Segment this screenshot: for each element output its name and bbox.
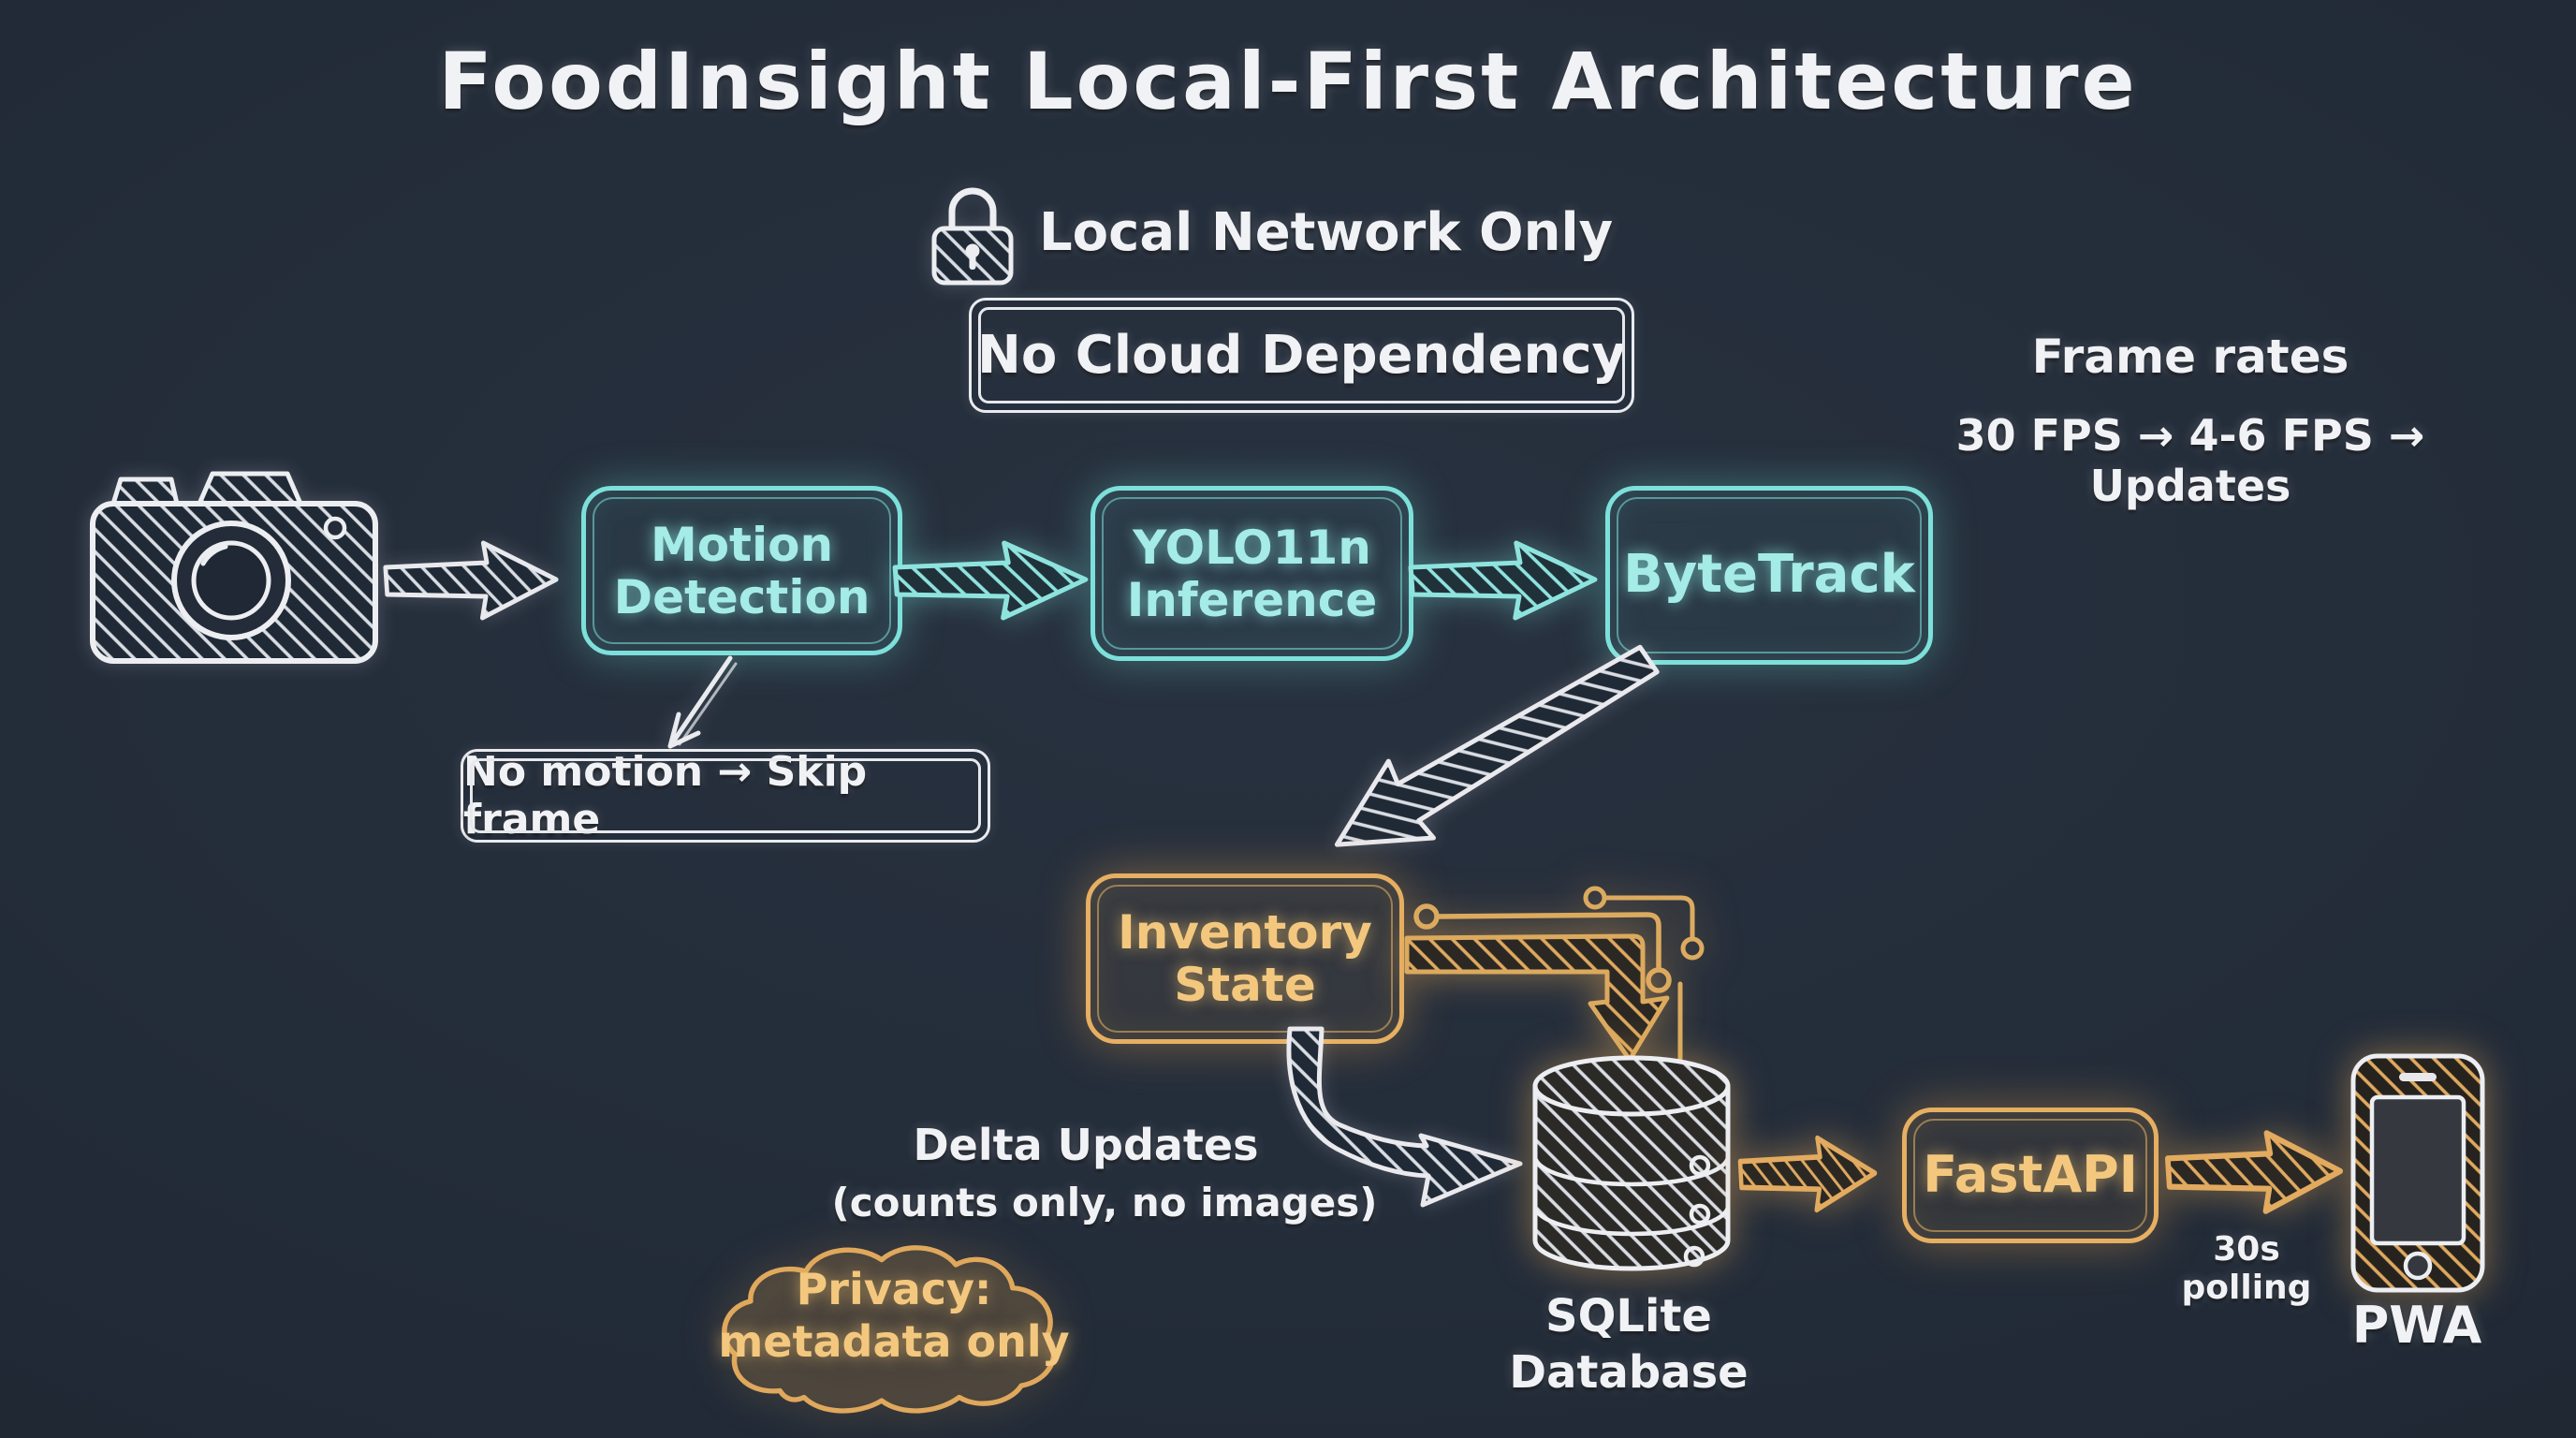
motion-label-line2: Detection bbox=[613, 569, 871, 624]
arrow-yolo-to-bytetrack bbox=[1408, 540, 1598, 621]
page-title: FoodInsight Local-First Architecture bbox=[438, 36, 2138, 127]
arrow-camera-to-motion bbox=[383, 540, 559, 621]
yolo-label-line1: YOLO11n bbox=[1133, 520, 1371, 575]
privacy-label-line2: metadata only bbox=[718, 1316, 1070, 1367]
fastapi-label: FastAPI bbox=[1923, 1145, 2138, 1205]
circuit-trace-decoration bbox=[1413, 886, 1705, 1062]
camera-icon bbox=[90, 471, 378, 664]
database-icon bbox=[1532, 1055, 1731, 1271]
local-network-label: Local Network Only bbox=[1039, 202, 1614, 263]
node-fastapi: FastAPI bbox=[1902, 1108, 2159, 1243]
frame-rates-sequence: 30 FPS → 4-6 FPS → Updates bbox=[1955, 410, 2425, 511]
sqlite-label-line2: Database bbox=[1509, 1346, 1749, 1399]
arrow-delta-updates bbox=[1286, 1026, 1523, 1208]
node-yolo-inference: YOLO11n Inference bbox=[1090, 486, 1413, 661]
privacy-label-line1: Privacy: bbox=[796, 1264, 992, 1314]
arrow-fastapi-to-pwa bbox=[2164, 1130, 2344, 1214]
no-cloud-label: No Cloud Dependency bbox=[976, 325, 1627, 386]
inventory-label-line1: Inventory bbox=[1118, 905, 1372, 960]
delta-updates-line1: Delta Updates bbox=[913, 1120, 1259, 1170]
arrow-inventory-to-sqlite bbox=[1404, 933, 1670, 1063]
polling-label: 30s polling bbox=[2181, 1230, 2312, 1307]
arrow-motion-to-skip bbox=[667, 655, 738, 749]
delta-updates-line2: (counts only, no images) bbox=[831, 1180, 1378, 1225]
yolo-label-line2: Inference bbox=[1126, 572, 1378, 627]
node-inventory-state: Inventory State bbox=[1086, 873, 1404, 1044]
inventory-label-line2: State bbox=[1174, 958, 1316, 1012]
sqlite-label-line1: SQLite bbox=[1545, 1290, 1712, 1343]
node-bytetrack: ByteTrack bbox=[1605, 486, 1933, 665]
pwa-label: PWA bbox=[2351, 1296, 2482, 1355]
bytetrack-label: ByteTrack bbox=[1623, 544, 1915, 606]
lock-icon bbox=[931, 187, 1014, 286]
arrow-bytetrack-to-inventory bbox=[1334, 644, 1660, 847]
skip-frame-label: No motion → Skip frame bbox=[463, 748, 868, 844]
privacy-cloud-shape bbox=[722, 1245, 1057, 1414]
arrow-sqlite-to-fastapi bbox=[1737, 1135, 1878, 1213]
no-cloud-badge: No Cloud Dependency bbox=[969, 298, 1634, 413]
smartphone-icon bbox=[2350, 1053, 2485, 1293]
skip-frame-note: No motion → Skip frame bbox=[461, 748, 990, 844]
arrow-motion-to-yolo bbox=[892, 540, 1089, 621]
frame-rates-heading: Frame rates bbox=[2031, 330, 2349, 384]
node-motion-detection: Motion Detection bbox=[581, 486, 902, 655]
motion-label-line1: Motion bbox=[650, 517, 834, 572]
